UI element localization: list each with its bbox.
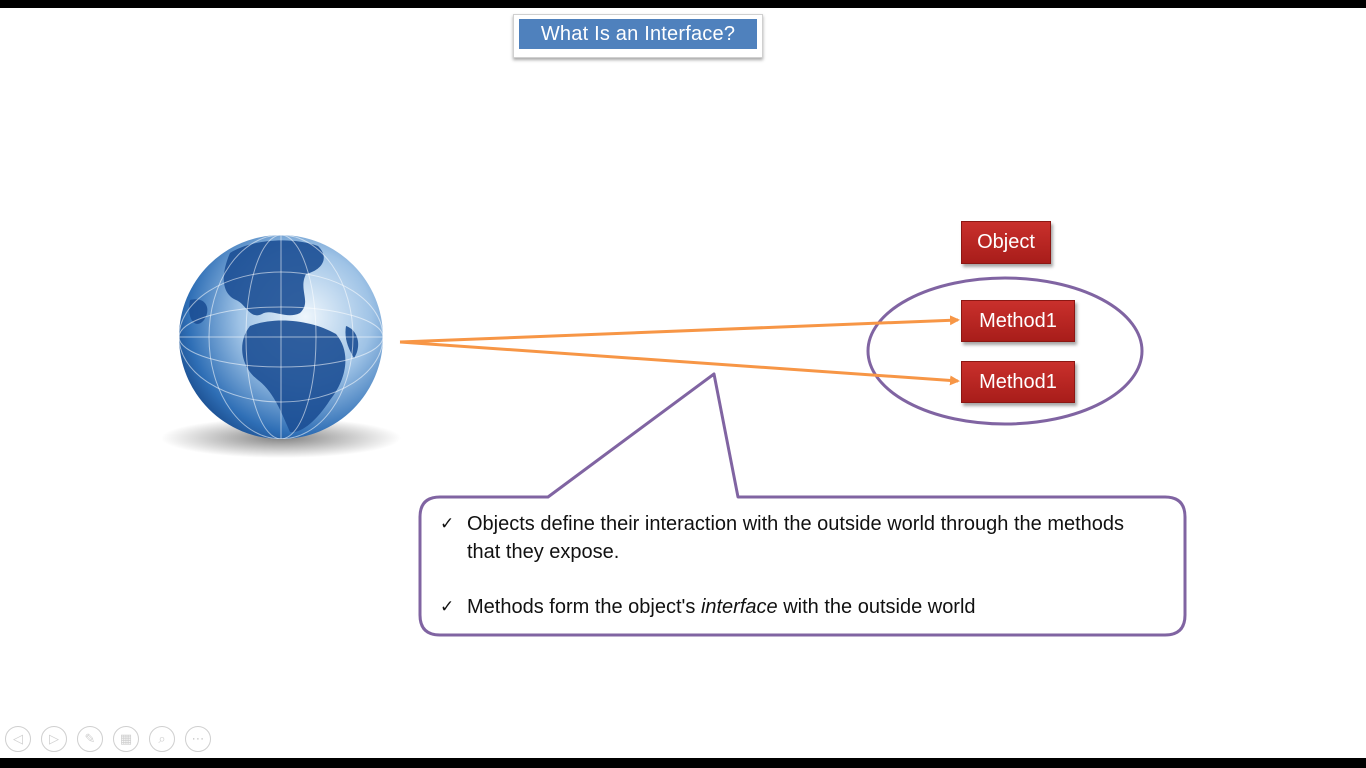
object-box: Object <box>961 221 1051 264</box>
see-all-slides-button[interactable]: ▦ <box>113 726 139 752</box>
ellipsis-icon: ⋯ <box>191 731 205 747</box>
title-box: What Is an Interface? <box>513 14 763 58</box>
diagram-canvas <box>161 235 1187 637</box>
magnifier-icon: ⌕ <box>158 731 166 747</box>
pen-icon: ✎ <box>84 731 96 747</box>
method-box-1: Method1 <box>961 300 1075 342</box>
bullet-2-emphasis: interface <box>700 596 778 618</box>
bullet-2: ✓ Methods form the object's interface wi… <box>440 593 1160 621</box>
slides-grid-icon: ▦ <box>119 731 133 747</box>
method-box-2: Method1 <box>961 361 1075 403</box>
next-slide-button[interactable]: ▷ <box>41 726 67 752</box>
pen-tool-button[interactable]: ✎ <box>77 726 103 752</box>
arrow-to-method1-top <box>399 315 960 344</box>
zoom-button[interactable]: ⌕ <box>149 726 175 752</box>
chevron-left-icon: ◁ <box>13 731 23 747</box>
bullet-2-text-pre: Methods form the object's <box>467 596 701 618</box>
arrow-to-method1-bottom <box>399 340 960 386</box>
bullet-1: ✓ Objects define their interaction with … <box>440 510 1160 566</box>
globe-icon <box>161 235 401 458</box>
more-options-button[interactable]: ⋯ <box>185 726 211 752</box>
bullet-1-text: Objects define their interaction with th… <box>467 513 1125 563</box>
slide-title: What Is an Interface? <box>519 19 757 49</box>
bullet-2-text-post: with the outside world <box>777 596 976 618</box>
slideshow-toolbar: ◁ ▷ ✎ ▦ ⌕ ⋯ <box>5 726 211 754</box>
callout-bubble <box>418 372 1187 637</box>
previous-slide-button[interactable]: ◁ <box>5 726 31 752</box>
chevron-right-icon: ▷ <box>49 731 59 747</box>
check-icon: ✓ <box>440 597 455 617</box>
callout-text: ✓ Objects define their interaction with … <box>440 510 1160 621</box>
slide: What Is an Interface? <box>0 8 1366 758</box>
check-icon: ✓ <box>440 514 455 534</box>
interface-outline <box>866 276 1144 426</box>
